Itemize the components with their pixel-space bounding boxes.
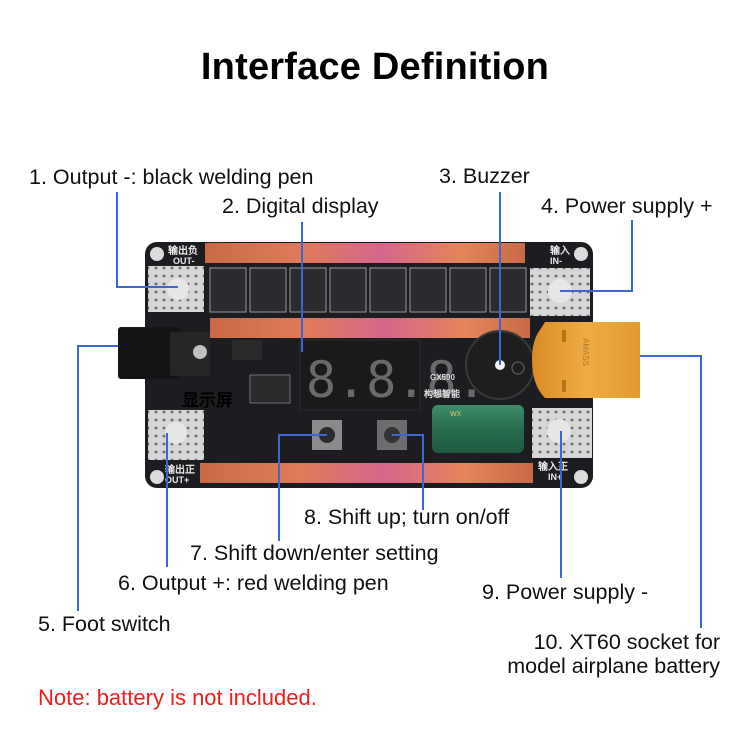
label-digital-display: 2. Digital display xyxy=(222,194,379,218)
label-xt60-line2: model airplane battery xyxy=(507,654,720,679)
overlay-display-cn: 显示屏 xyxy=(182,391,233,411)
button-down xyxy=(312,420,342,450)
silk-brand: 构想智能 xyxy=(424,388,460,400)
silk-out-pos: OUT+ xyxy=(165,475,189,485)
mount-hole xyxy=(150,470,164,484)
label-output-positive: 6. Output +: red welding pen xyxy=(118,571,389,595)
mosfet-row xyxy=(209,267,527,313)
ic-chip xyxy=(232,340,262,360)
label-buzzer: 3. Buzzer xyxy=(439,164,530,188)
label-power-supply-negative: 9. Power supply - xyxy=(482,580,649,604)
silk-out-pos-cn: 输出正 xyxy=(165,463,195,476)
label-output-negative: 1. Output -: black welding pen xyxy=(29,165,314,189)
xt60-socket: AMASS xyxy=(532,322,640,398)
mount-hole xyxy=(150,247,164,261)
capacitor-mark: WX xyxy=(450,411,462,418)
page-title: Interface Definition xyxy=(200,46,550,88)
silk-out-neg: OUT- xyxy=(173,256,195,266)
silk-in-neg: IN- xyxy=(550,256,562,266)
label-foot-switch: 5. Foot switch xyxy=(38,612,171,636)
copper-bar-middle xyxy=(210,318,530,338)
xt60-mark: AMASS xyxy=(581,338,590,366)
battery-note: Note: battery is not included. xyxy=(38,685,317,710)
label-power-supply-positive: 4. Power supply + xyxy=(541,194,713,218)
label-shift-up: 8. Shift up; turn on/off xyxy=(304,505,510,529)
capacitor xyxy=(432,405,524,453)
button-up xyxy=(377,420,407,450)
display-digits: 8.8.8. xyxy=(306,351,487,409)
foot-switch-jack xyxy=(118,327,210,379)
label-shift-down: 7. Shift down/enter setting xyxy=(190,541,439,565)
mount-hole xyxy=(574,247,588,261)
digital-display xyxy=(299,339,421,411)
silk-model: GX590 xyxy=(430,373,455,382)
label-xt60-line1: 10. XT60 socket for xyxy=(533,630,720,654)
copper-bar-bottom xyxy=(200,463,533,483)
label-xt60-socket: 10. XT60 socket for model airplane batte… xyxy=(474,630,720,678)
copper-bar-top xyxy=(205,243,525,263)
silk-in-pos: IN+ xyxy=(548,472,562,482)
mount-hole xyxy=(574,470,588,484)
ic-chip xyxy=(249,374,291,404)
